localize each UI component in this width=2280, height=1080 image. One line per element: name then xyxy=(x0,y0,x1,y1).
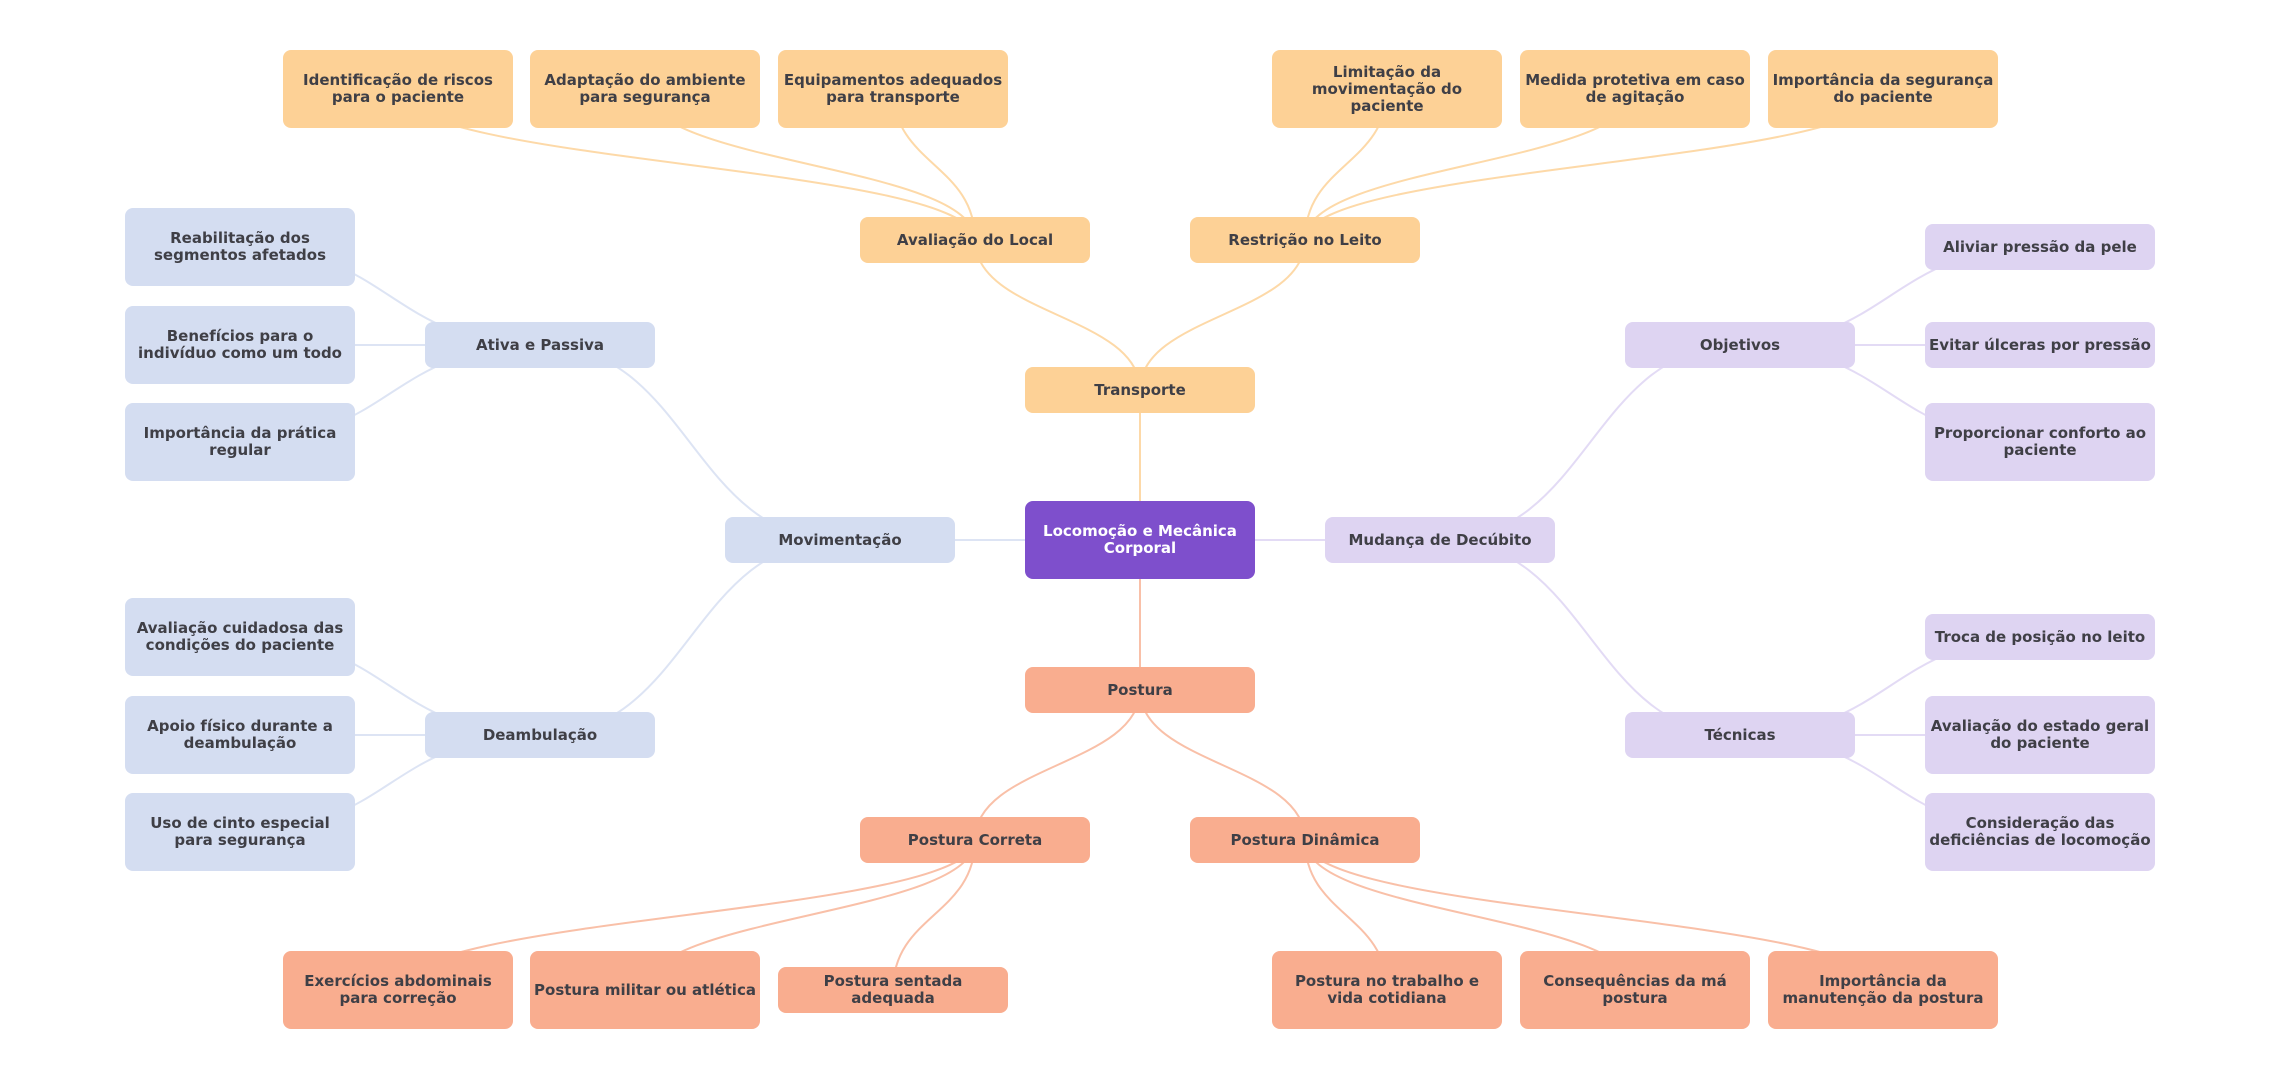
node-label: Avaliação cuidadosa das condições do pac… xyxy=(136,619,344,654)
node-label: Adaptação do ambiente para segurança xyxy=(544,71,746,106)
node-uso-cinto[interactable]: Uso de cinto especial para segurança xyxy=(125,793,355,871)
node-equipamentos-adequados[interactable]: Equipamentos adequados para transporte xyxy=(778,50,1008,128)
node-beneficios-individuo[interactable]: Benefícios para o indivíduo como um todo xyxy=(125,306,355,384)
edge-mudanca-decubito-to-objetivos xyxy=(1439,344,1741,541)
node-postura-correta[interactable]: Postura Correta xyxy=(860,817,1090,863)
node-label: Avaliação do Local xyxy=(896,230,1054,249)
edge-postura-correta-to-postura-sentada xyxy=(892,839,976,991)
node-label: Transporte xyxy=(1094,380,1186,399)
node-avaliacao-estado[interactable]: Avaliação do estado geral do paciente xyxy=(1925,696,2155,774)
node-avaliacao-cuidadosa[interactable]: Avaliação cuidadosa das condições do pac… xyxy=(125,598,355,676)
node-label: Postura no trabalho e vida cotidiana xyxy=(1294,972,1480,1007)
node-label: Postura xyxy=(1107,680,1173,699)
node-postura-sentada[interactable]: Postura sentada adequada xyxy=(778,967,1008,1013)
node-transporte[interactable]: Transporte xyxy=(1025,367,1255,413)
node-label: Deambulação xyxy=(482,725,598,744)
node-label: Exercícios abdominais para correção xyxy=(304,972,492,1007)
node-objetivos[interactable]: Objetivos xyxy=(1625,322,1855,368)
node-label: Apoio físico durante a deambulação xyxy=(147,717,333,752)
node-root[interactable]: Locomoção e Mecânica Corporal xyxy=(1025,501,1255,579)
node-ativa-passiva[interactable]: Ativa e Passiva xyxy=(425,322,655,368)
node-label: Importância da segurança do paciente xyxy=(1772,71,1994,106)
node-postura-trabalho[interactable]: Postura no trabalho e vida cotidiana xyxy=(1272,951,1502,1029)
node-label: Postura sentada adequada xyxy=(823,972,963,1007)
node-label: Troca de posição no leito xyxy=(1934,627,2146,646)
node-movimentacao[interactable]: Movimentação xyxy=(725,517,955,563)
edge-movimentacao-to-ativa-passiva xyxy=(539,344,841,541)
node-importancia-pratica[interactable]: Importância da prática regular xyxy=(125,403,355,481)
node-mudanca-decubito[interactable]: Mudança de Decúbito xyxy=(1325,517,1555,563)
node-reabilitacao-segmentos[interactable]: Reabilitação dos segmentos afetados xyxy=(125,208,355,286)
edge-movimentacao-to-deambulacao xyxy=(539,539,841,736)
node-label: Aliviar pressão da pele xyxy=(1943,237,2137,256)
node-importancia-seguranca[interactable]: Importância da segurança do paciente xyxy=(1768,50,1998,128)
node-label: Postura Correta xyxy=(907,830,1043,849)
node-proporcionar-conforto[interactable]: Proporcionar conforto ao paciente xyxy=(1925,403,2155,481)
node-apoio-fisico[interactable]: Apoio físico durante a deambulação xyxy=(125,696,355,774)
node-label: Benefícios para o indivíduo como um todo xyxy=(138,327,342,362)
node-label: Locomoção e Mecânica Corporal xyxy=(1043,522,1237,557)
node-label: Objetivos xyxy=(1699,335,1781,354)
node-label: Consequências da má postura xyxy=(1543,972,1727,1007)
node-label: Ativa e Passiva xyxy=(475,335,605,354)
node-exercicios-abdominais[interactable]: Exercícios abdominais para correção xyxy=(283,951,513,1029)
edge-postura-to-postura-correta xyxy=(974,689,1141,841)
node-postura[interactable]: Postura xyxy=(1025,667,1255,713)
node-label: Restrição no Leito xyxy=(1228,230,1382,249)
node-label: Importância da prática regular xyxy=(143,424,337,459)
node-aliviar-pressao[interactable]: Aliviar pressão da pele xyxy=(1925,224,2155,270)
node-limitacao-movimentacao[interactable]: Limitação da movimentação do paciente xyxy=(1272,50,1502,128)
node-tecnicas[interactable]: Técnicas xyxy=(1625,712,1855,758)
node-label: Avaliação do estado geral do paciente xyxy=(1930,717,2150,752)
node-postura-militar[interactable]: Postura militar ou atlética xyxy=(530,951,760,1029)
edge-postura-to-postura-dinamica xyxy=(1139,689,1306,841)
node-label: Movimentação xyxy=(778,530,902,549)
node-label: Uso de cinto especial para segurança xyxy=(150,814,330,849)
node-consequencias-ma-postura[interactable]: Consequências da má postura xyxy=(1520,951,1750,1029)
node-identificacao-riscos[interactable]: Identificação de riscos para o paciente xyxy=(283,50,513,128)
node-label: Mudança de Decúbito xyxy=(1348,530,1532,549)
node-restricao-leito[interactable]: Restrição no Leito xyxy=(1190,217,1420,263)
node-label: Técnicas xyxy=(1704,725,1776,744)
node-label: Reabilitação dos segmentos afetados xyxy=(153,229,327,264)
node-label: Equipamentos adequados para transporte xyxy=(783,71,1003,106)
node-label: Medida protetiva em caso de agitação xyxy=(1525,71,1745,106)
node-label: Proporcionar conforto ao paciente xyxy=(1933,424,2147,459)
node-label: Evitar úlceras por pressão xyxy=(1929,335,2151,354)
edge-mudanca-decubito-to-tecnicas xyxy=(1439,539,1741,736)
edge-transporte-to-restricao-leito xyxy=(1139,239,1306,391)
node-troca-posicao[interactable]: Troca de posição no leito xyxy=(1925,614,2155,660)
node-medida-protetiva[interactable]: Medida protetiva em caso de agitação xyxy=(1520,50,1750,128)
edge-transporte-to-avaliacao-local xyxy=(974,239,1141,391)
node-deambulacao[interactable]: Deambulação xyxy=(425,712,655,758)
node-consideracao-deficiencias[interactable]: Consideração das deficiências de locomoç… xyxy=(1925,793,2155,871)
node-label: Postura Dinâmica xyxy=(1230,830,1380,849)
node-label: Importância da manutenção da postura xyxy=(1782,972,1984,1007)
node-postura-dinamica[interactable]: Postura Dinâmica xyxy=(1190,817,1420,863)
node-label: Postura militar ou atlética xyxy=(534,980,756,999)
node-importancia-manutencao[interactable]: Importância da manutenção da postura xyxy=(1768,951,1998,1029)
node-label: Identificação de riscos para o paciente xyxy=(303,71,493,106)
node-adaptacao-ambiente[interactable]: Adaptação do ambiente para segurança xyxy=(530,50,760,128)
node-label: Limitação da movimentação do paciente xyxy=(1311,62,1463,115)
node-avaliacao-local[interactable]: Avaliação do Local xyxy=(860,217,1090,263)
node-label: Consideração das deficiências de locomoç… xyxy=(1929,814,2151,849)
node-evitar-ulceras[interactable]: Evitar úlceras por pressão xyxy=(1925,322,2155,368)
